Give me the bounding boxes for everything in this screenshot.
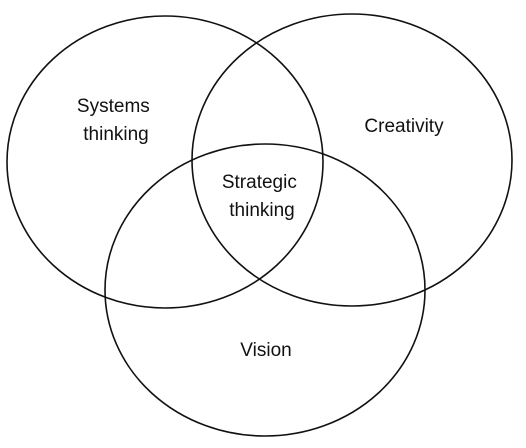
- circle-systems-thinking: [6, 15, 324, 309]
- label-systems-thinking: Systems thinking: [77, 96, 155, 145]
- label-creativity: Creativity: [364, 116, 444, 137]
- label-strategic-thinking-line2: thinking: [229, 200, 295, 221]
- label-strategic-thinking-line1: Strategic: [222, 172, 297, 193]
- circle-creativity: [191, 13, 513, 307]
- label-systems-thinking-line2: thinking: [83, 124, 149, 145]
- label-systems-thinking-line1: Systems: [77, 96, 150, 117]
- label-vision: Vision: [240, 340, 291, 361]
- label-strategic-thinking: Strategic thinking: [222, 172, 302, 221]
- circle-vision: [104, 143, 426, 437]
